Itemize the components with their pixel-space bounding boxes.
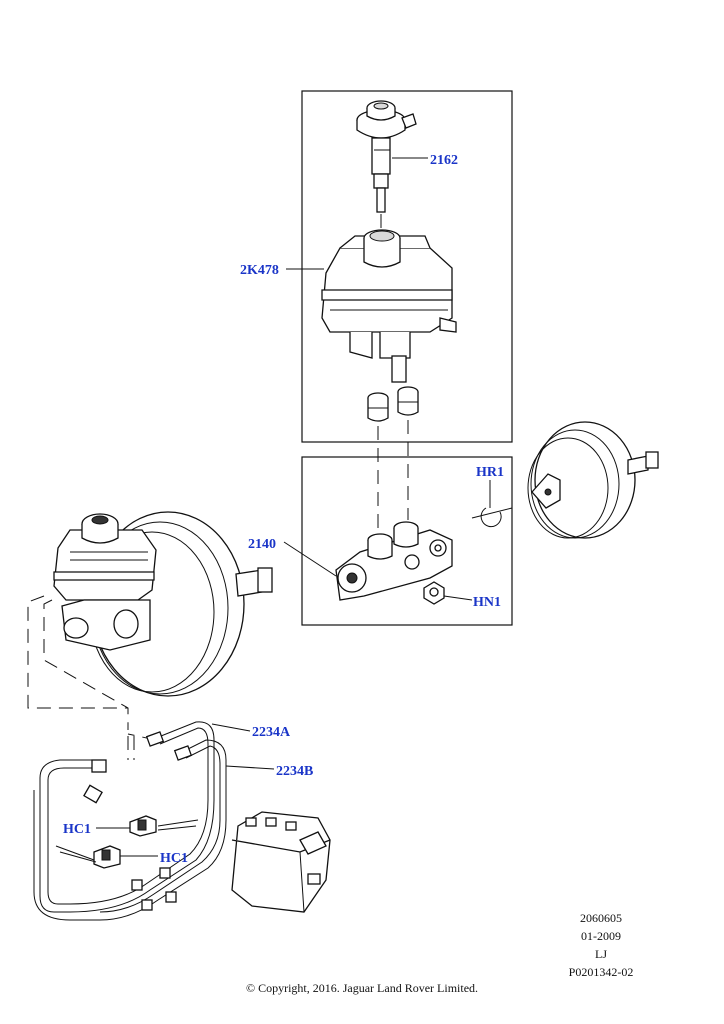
callout-hc1-lower[interactable]: HC1 [160,851,188,866]
leader-line [55,845,158,863]
callout-2234a[interactable]: 2234A [252,725,291,740]
flange-nut[interactable] [423,581,445,605]
reservoir-grommet-left[interactable] [367,392,389,422]
leader-line [443,595,473,601]
leader-line [225,765,275,770]
reservoir-grommet-right[interactable] [397,386,419,416]
pipe-fitting [159,867,171,879]
brake-pipe-2234a[interactable] [39,721,215,913]
callout-2234b[interactable]: 2234B [276,764,313,779]
drawing-initials: LJ [595,947,607,961]
reservoir-cap[interactable] [356,100,417,213]
drawing-code: 2060605 [580,911,622,925]
leader-line [211,723,251,732]
copyright-notice: © Copyright, 2016. Jaguar Land Rover Lim… [245,981,479,995]
pipe-fitting [141,899,153,911]
callout-hn1[interactable]: HN1 [473,595,501,610]
brake-booster[interactable] [527,421,659,539]
master-cylinder-detail-frame [301,456,513,626]
drawing-date: 01-2009 [581,929,621,943]
reservoir-detail-frame [301,90,513,443]
retaining-clip[interactable] [480,507,502,528]
leader-line [96,819,199,831]
abs-modulator[interactable] [231,811,331,913]
pipe-fitting [83,784,103,804]
pipe-fitting [165,891,177,903]
brake-pipe-2234b[interactable] [33,739,227,921]
alignment-line [27,595,128,709]
drawing-number: P0201342-02 [568,965,634,979]
brake-fluid-reservoir[interactable] [321,229,457,383]
drawing-info-block: 2060605 01-2009 LJ P0201342-02 [556,909,646,981]
alignment-line [43,599,129,730]
leader-line [471,507,513,519]
booster-master-cylinder-assembly[interactable] [53,511,273,697]
leader-line [283,541,337,577]
brake-master-cylinder[interactable] [335,521,453,601]
pipe-fitting [131,879,143,891]
callout-hr1[interactable]: HR1 [476,465,504,480]
callout-2140[interactable]: 2140 [248,537,276,552]
pipe-clip-lower[interactable] [93,845,121,869]
pipe-clip-upper[interactable] [129,815,157,837]
callout-2162[interactable]: 2162 [430,153,458,168]
callout-hc1-upper[interactable]: HC1 [63,822,91,837]
pipe-fitting [91,759,107,773]
callout-2k478[interactable]: 2K478 [240,263,279,278]
